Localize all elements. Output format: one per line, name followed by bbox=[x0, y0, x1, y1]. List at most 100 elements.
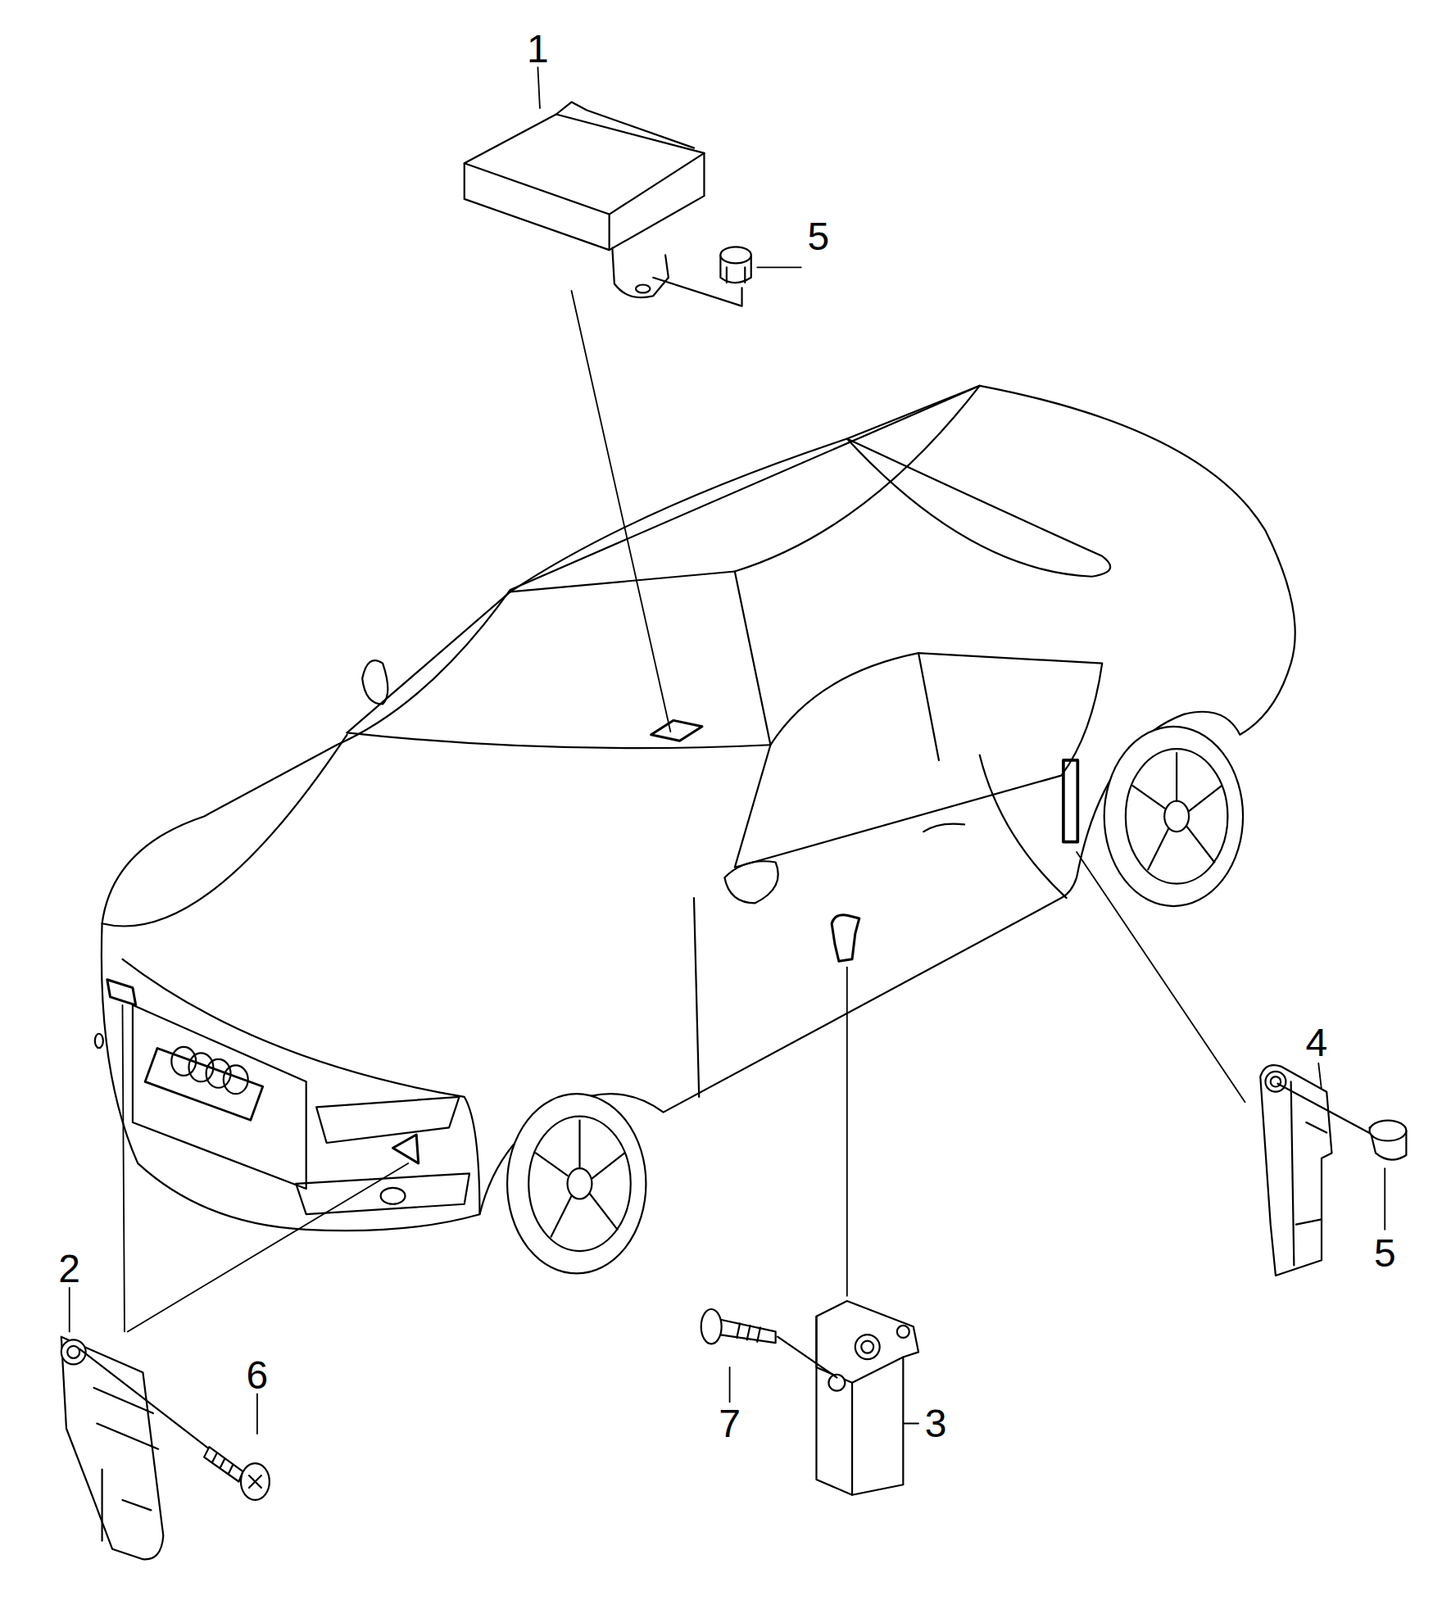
callout-number: 2 bbox=[58, 1249, 81, 1289]
door-sensor-part bbox=[777, 1337, 837, 1379]
grille-part bbox=[223, 1065, 249, 1094]
leader-lines-part bbox=[846, 967, 848, 1297]
control-unit-part bbox=[464, 114, 705, 251]
grille-part bbox=[132, 1005, 307, 1189]
leader-lines-part bbox=[757, 266, 802, 268]
front-sensor bbox=[61, 1337, 270, 1560]
door-sensor-part bbox=[719, 1319, 776, 1343]
control-unit-part bbox=[608, 214, 611, 251]
front-sensor-part bbox=[67, 1346, 80, 1359]
car-body-part bbox=[693, 897, 699, 1098]
rear-sensor-part bbox=[1260, 1065, 1332, 1276]
car-body-part bbox=[734, 385, 980, 572]
front-sensor-part bbox=[249, 1475, 262, 1488]
leader-lines-part bbox=[1076, 852, 1246, 1102]
callout-number: 1 bbox=[526, 29, 549, 69]
wheels-part bbox=[1104, 726, 1243, 907]
grille-part bbox=[95, 1033, 104, 1048]
grille-part bbox=[145, 1047, 264, 1121]
leader-lines-part bbox=[256, 1393, 259, 1434]
grille-part bbox=[295, 1173, 470, 1215]
wheels-part bbox=[1125, 748, 1229, 884]
leader-lines-part bbox=[122, 1005, 124, 1333]
car-body bbox=[101, 385, 1296, 1231]
callout-number: 7 bbox=[718, 1404, 741, 1444]
car-body-part bbox=[923, 824, 965, 833]
wheels bbox=[507, 726, 1243, 1275]
door-sensor-part bbox=[816, 1316, 903, 1496]
control-unit bbox=[464, 102, 752, 307]
door-sensor bbox=[701, 1301, 919, 1496]
location-markers-part bbox=[393, 1134, 419, 1164]
leader-lines-part bbox=[537, 67, 540, 109]
door-sensor-part bbox=[861, 1341, 874, 1354]
control-unit-part bbox=[720, 246, 751, 264]
location-markers-part bbox=[107, 979, 137, 1006]
control-unit-part bbox=[635, 285, 650, 294]
leader-lines-part bbox=[68, 1287, 71, 1333]
callout-number: 5 bbox=[1373, 1233, 1397, 1274]
location-markers-part bbox=[1063, 760, 1078, 843]
front-sensor-part bbox=[61, 1337, 164, 1560]
door-sensor-part bbox=[897, 1325, 910, 1338]
control-unit-part bbox=[464, 153, 705, 215]
callout-number: 4 bbox=[1305, 1023, 1328, 1063]
leader-lines bbox=[69, 67, 1385, 1434]
car-body-part bbox=[102, 734, 348, 927]
door-sensor-part bbox=[701, 1309, 722, 1344]
control-unit-part bbox=[726, 267, 745, 283]
front-sensor-part bbox=[212, 1454, 233, 1474]
wheels-part bbox=[1133, 752, 1222, 870]
leader-lines-part bbox=[729, 1367, 731, 1402]
leader-lines-part bbox=[127, 1163, 409, 1333]
leader-lines-part bbox=[1383, 1168, 1386, 1230]
car-body-part bbox=[979, 755, 1067, 898]
location-markers-part bbox=[831, 915, 860, 962]
door-sensor-part bbox=[816, 1301, 919, 1496]
wheels-part bbox=[507, 1093, 646, 1274]
car-body-part bbox=[347, 571, 771, 746]
front-sensor-part bbox=[79, 1349, 209, 1450]
grille bbox=[95, 1005, 470, 1215]
car-body-part bbox=[510, 385, 980, 593]
control-unit-part bbox=[556, 102, 694, 149]
callout-number: 5 bbox=[807, 217, 830, 257]
grille-part bbox=[380, 1188, 406, 1205]
grille-part bbox=[171, 1047, 196, 1076]
rear-sensor-part bbox=[1277, 1083, 1373, 1135]
car-body-part bbox=[122, 959, 480, 1215]
wheels-part bbox=[535, 1120, 625, 1238]
leader-lines-part bbox=[571, 290, 672, 732]
callout-number: 6 bbox=[246, 1355, 269, 1396]
control-unit-part bbox=[612, 248, 669, 298]
car-body-part bbox=[918, 652, 939, 761]
door-sensor-part bbox=[855, 1334, 880, 1360]
location-markers-part bbox=[651, 720, 703, 741]
wheels-part bbox=[567, 1168, 593, 1199]
rear-sensor-part bbox=[1369, 1120, 1407, 1142]
location-markers bbox=[107, 720, 1079, 1164]
front-sensor-part bbox=[61, 1339, 87, 1365]
door-sensor-part bbox=[736, 1323, 761, 1342]
front-sensor-part bbox=[204, 1446, 243, 1482]
callout-number: 3 bbox=[925, 1404, 948, 1444]
rear-sensor bbox=[1260, 1065, 1406, 1276]
grille-part bbox=[206, 1059, 232, 1089]
car-body-part bbox=[101, 385, 1296, 1231]
car-body-part bbox=[847, 439, 1111, 577]
front-sensor-part bbox=[94, 1387, 159, 1542]
rear-sensor-part bbox=[1265, 1071, 1286, 1093]
rear-sensor-part bbox=[1291, 1081, 1328, 1266]
grille-part bbox=[188, 1052, 214, 1082]
leader-lines-part bbox=[1318, 1063, 1322, 1090]
car-body-part bbox=[347, 732, 771, 749]
grille-part bbox=[316, 1097, 459, 1143]
car-body-part bbox=[734, 652, 1102, 868]
car-body-part bbox=[724, 861, 778, 903]
wheels-part bbox=[528, 1116, 631, 1252]
car-body-part bbox=[362, 660, 388, 704]
front-sensor-part bbox=[240, 1463, 270, 1501]
wheels-part bbox=[1164, 801, 1189, 832]
